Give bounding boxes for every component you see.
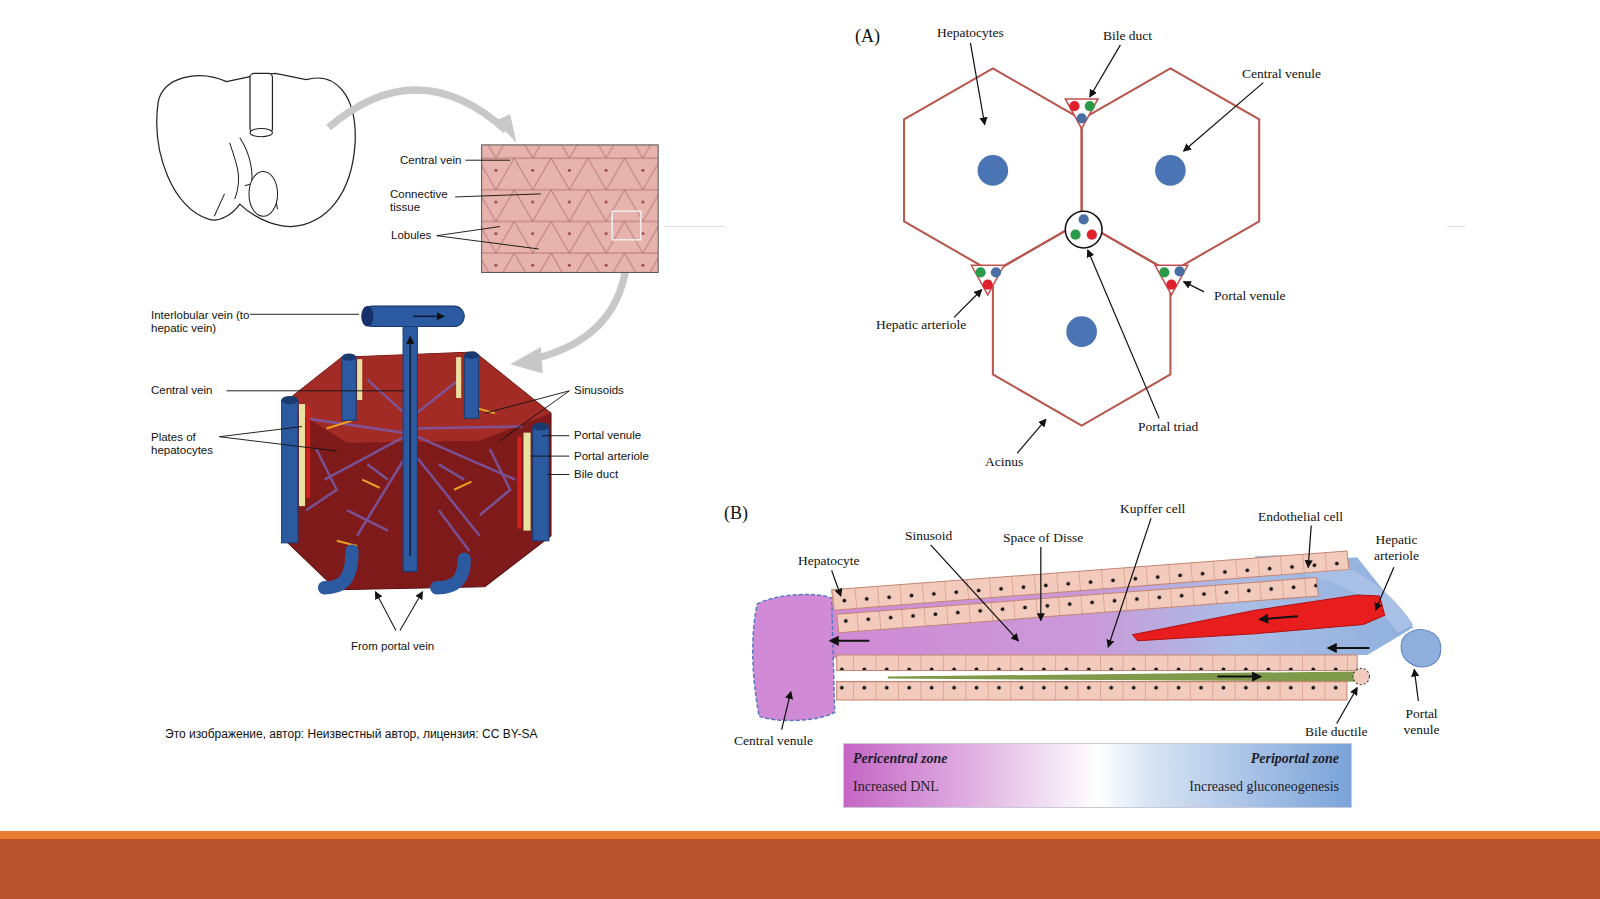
part-label: From portal vein bbox=[351, 640, 434, 653]
part-label: Central vein bbox=[400, 154, 461, 167]
part-label: Bile duct bbox=[1103, 28, 1152, 44]
part-label: Plates of hepatocytes bbox=[151, 431, 224, 457]
part-label: Endothelial cell bbox=[1258, 509, 1343, 525]
part-label: Portal arteriole bbox=[574, 450, 649, 463]
zone-title: Periportal zone bbox=[1251, 751, 1339, 767]
zone-title: Pericentral zone bbox=[853, 751, 948, 767]
part-label: Hepatic arteriole bbox=[1365, 532, 1428, 563]
zone-note: Increased DNL bbox=[853, 779, 939, 795]
part-label: Portal venule bbox=[574, 429, 641, 442]
part-label: Kupffer cell bbox=[1120, 501, 1185, 517]
zone-band: Pericentral zoneIncreased DNL Periportal … bbox=[843, 743, 1352, 808]
part-label: Bile ductile bbox=[1305, 724, 1368, 740]
part-label: Interlobular vein (to hepatic vein) bbox=[151, 309, 253, 335]
part-label: Central venule bbox=[734, 733, 813, 749]
part-label: Portal venule bbox=[1214, 288, 1286, 304]
part-label: Portal venule bbox=[1393, 706, 1450, 737]
credit-note: Это изображение, автор: Неизвестный авто… bbox=[165, 728, 538, 742]
zone-note: Increased gluconeogenesis bbox=[1189, 779, 1339, 795]
part-label: Sinusoids bbox=[574, 384, 624, 397]
part-label: Sinusoid bbox=[905, 528, 952, 544]
part-label: Bile duct bbox=[574, 468, 618, 481]
part-label: Hepatocyte bbox=[798, 553, 859, 569]
part-label: Connective tissue bbox=[390, 188, 453, 214]
part-label: Portal triad bbox=[1138, 419, 1198, 435]
part-label: Hepatocytes bbox=[937, 25, 1004, 41]
part-label: Central vein bbox=[151, 384, 212, 397]
panel-letter: (A) bbox=[855, 26, 880, 47]
part-label: Space of Disse bbox=[1003, 530, 1083, 546]
panel-letter: (B) bbox=[724, 503, 748, 524]
part-label: Hepatic arteriole bbox=[876, 317, 966, 333]
part-label: Lobules bbox=[391, 229, 431, 242]
part-label: Acinus bbox=[985, 454, 1023, 470]
part-label: Central venule bbox=[1242, 66, 1321, 82]
